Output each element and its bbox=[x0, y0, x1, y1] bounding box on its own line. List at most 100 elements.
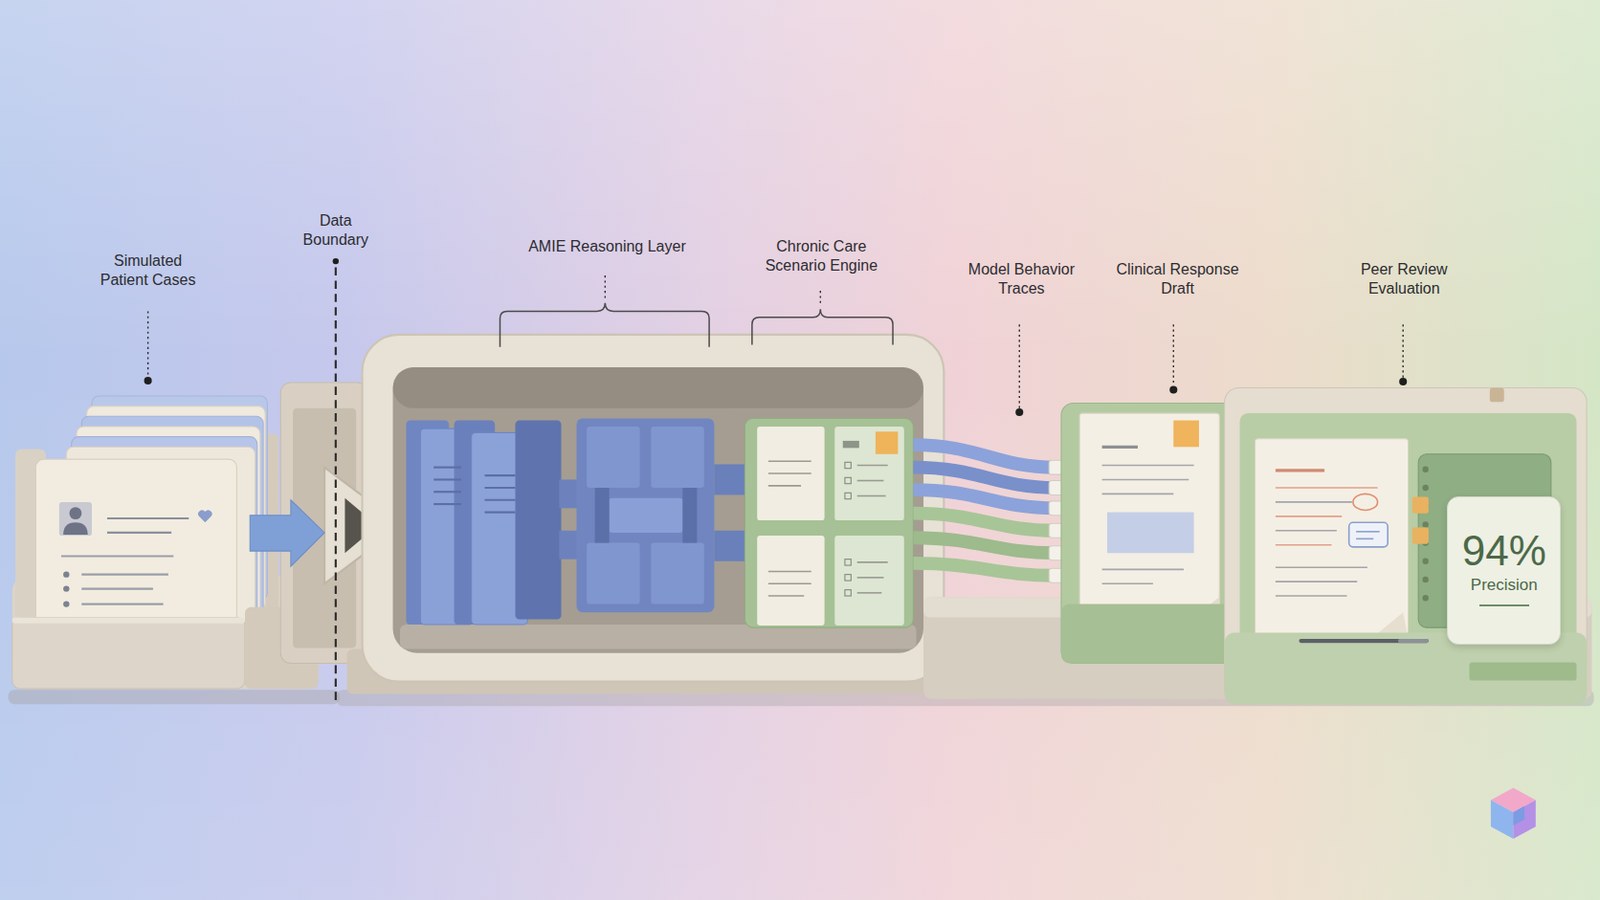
model-slabs-part bbox=[485, 474, 516, 477]
patient-tray-part bbox=[198, 510, 212, 523]
review-station-part bbox=[1275, 468, 1325, 472]
review-station-part bbox=[1422, 521, 1428, 528]
scenario-panel-part bbox=[857, 561, 889, 564]
callout-leaders-part bbox=[820, 290, 822, 307]
scenario-panel-part bbox=[844, 575, 851, 581]
review-station-part bbox=[1240, 413, 1578, 659]
patient-tray-part bbox=[63, 600, 69, 607]
patient-tray-part bbox=[81, 588, 154, 591]
callout-leaders-part bbox=[147, 311, 149, 377]
review-station-part bbox=[1422, 466, 1428, 473]
review-station-part bbox=[1422, 558, 1428, 565]
callout-dots bbox=[144, 258, 1408, 417]
scenario-panel-part bbox=[857, 465, 889, 467]
patient-tray-part bbox=[107, 532, 172, 534]
patient-tray-part bbox=[63, 522, 89, 535]
logo-mark-part bbox=[1490, 800, 1513, 840]
callout-leaders-part bbox=[1402, 324, 1404, 378]
draft-tray-part bbox=[1061, 402, 1235, 664]
review-station-part bbox=[1412, 497, 1429, 514]
logo-mark-part bbox=[1512, 800, 1535, 840]
scenario-panel-part bbox=[834, 426, 905, 521]
interlock-block-part bbox=[713, 531, 747, 562]
patient-tray-part bbox=[81, 603, 163, 606]
metric-card: 94%Precision bbox=[1446, 496, 1561, 645]
review-station-part bbox=[1469, 662, 1578, 681]
patient-tray-part bbox=[35, 459, 237, 628]
trace-ribbons-part bbox=[912, 563, 1056, 577]
patient-tray-part bbox=[59, 502, 92, 536]
model-slabs-part bbox=[433, 478, 462, 481]
draft-tray-part bbox=[1102, 493, 1175, 496]
interlock-block-part bbox=[609, 498, 684, 534]
model-slabs-part bbox=[485, 487, 516, 489]
review-station-part bbox=[1412, 528, 1429, 545]
floor-shadow-part bbox=[8, 689, 341, 705]
callout-label: AMIE Reasoning Layer bbox=[528, 237, 687, 257]
scenario-panel-part bbox=[768, 460, 812, 463]
patient-tray-part bbox=[81, 574, 169, 577]
interlock-block-part bbox=[586, 426, 640, 489]
logo-mark bbox=[1490, 788, 1536, 840]
callout-label: Peer Review Evaluation bbox=[1354, 260, 1454, 299]
draft-tray-part bbox=[1173, 421, 1200, 448]
draft-tray-part bbox=[1107, 512, 1195, 555]
review-station bbox=[1224, 387, 1588, 705]
review-station-part bbox=[1275, 544, 1333, 547]
scenario-panel-part bbox=[857, 592, 883, 595]
draft-tray-part bbox=[1102, 465, 1195, 467]
reasoning-housing bbox=[347, 334, 950, 695]
scenario-panel-part bbox=[844, 590, 851, 597]
draft-tray bbox=[1061, 402, 1235, 664]
review-station-part bbox=[1400, 639, 1427, 644]
scenario-panel-part bbox=[875, 431, 898, 454]
draft-tray-part bbox=[1102, 479, 1190, 482]
scenario-panel-part bbox=[844, 462, 851, 468]
model-slabs-part bbox=[485, 511, 516, 514]
scenario-panel-part bbox=[768, 571, 812, 574]
patient-tray-part bbox=[107, 517, 189, 520]
model-slabs-part bbox=[514, 421, 561, 621]
draft-tray-part bbox=[1061, 604, 1235, 665]
callout-leaders-part bbox=[604, 275, 606, 298]
patient-tray-part bbox=[12, 617, 245, 623]
metric-caption: Precision bbox=[1470, 575, 1538, 597]
review-station-part bbox=[1489, 387, 1505, 402]
metric-value: 94% bbox=[1462, 527, 1547, 576]
scenario-panel-part bbox=[756, 426, 824, 521]
interlock-block-part bbox=[682, 488, 697, 544]
trace-ribbons-part bbox=[912, 489, 1056, 509]
callout-leaders-part bbox=[334, 267, 337, 701]
reasoning-housing-part bbox=[393, 367, 924, 654]
callout-dots-part bbox=[333, 258, 339, 265]
review-station-part bbox=[1353, 493, 1378, 511]
callout-label: Model Behavior Traces bbox=[963, 260, 1079, 299]
draft-tray-part bbox=[1079, 413, 1220, 618]
patient-tray-part bbox=[61, 555, 174, 557]
patient-tray-part bbox=[12, 617, 245, 689]
callout-label: Chronic Care Scenario Engine bbox=[759, 237, 883, 276]
scenario-panel-part bbox=[768, 595, 804, 598]
patient-tray-part bbox=[63, 571, 69, 578]
review-station-part bbox=[1275, 566, 1368, 569]
scenario-panel-part bbox=[844, 492, 851, 499]
callout-dots-part bbox=[1399, 377, 1407, 386]
callout-dots-part bbox=[144, 377, 153, 385]
review-station-part bbox=[1275, 515, 1342, 518]
scenario-panel-part bbox=[843, 441, 860, 448]
callout-label: Simulated Patient Cases bbox=[94, 251, 202, 290]
review-station-part bbox=[1422, 485, 1428, 491]
review-station-part bbox=[1355, 538, 1374, 541]
scenario-panel-part bbox=[768, 485, 801, 488]
model-slabs-part bbox=[433, 466, 462, 469]
draft-tray-part bbox=[1102, 445, 1138, 449]
review-station-part bbox=[1301, 639, 1427, 644]
interlock-block-part bbox=[586, 543, 640, 605]
interlock-block bbox=[576, 418, 747, 613]
callout-leaders-part bbox=[1019, 324, 1021, 408]
scenario-panel-part bbox=[844, 477, 851, 484]
reasoning-housing-part bbox=[393, 367, 924, 409]
review-station-part bbox=[1275, 487, 1378, 489]
